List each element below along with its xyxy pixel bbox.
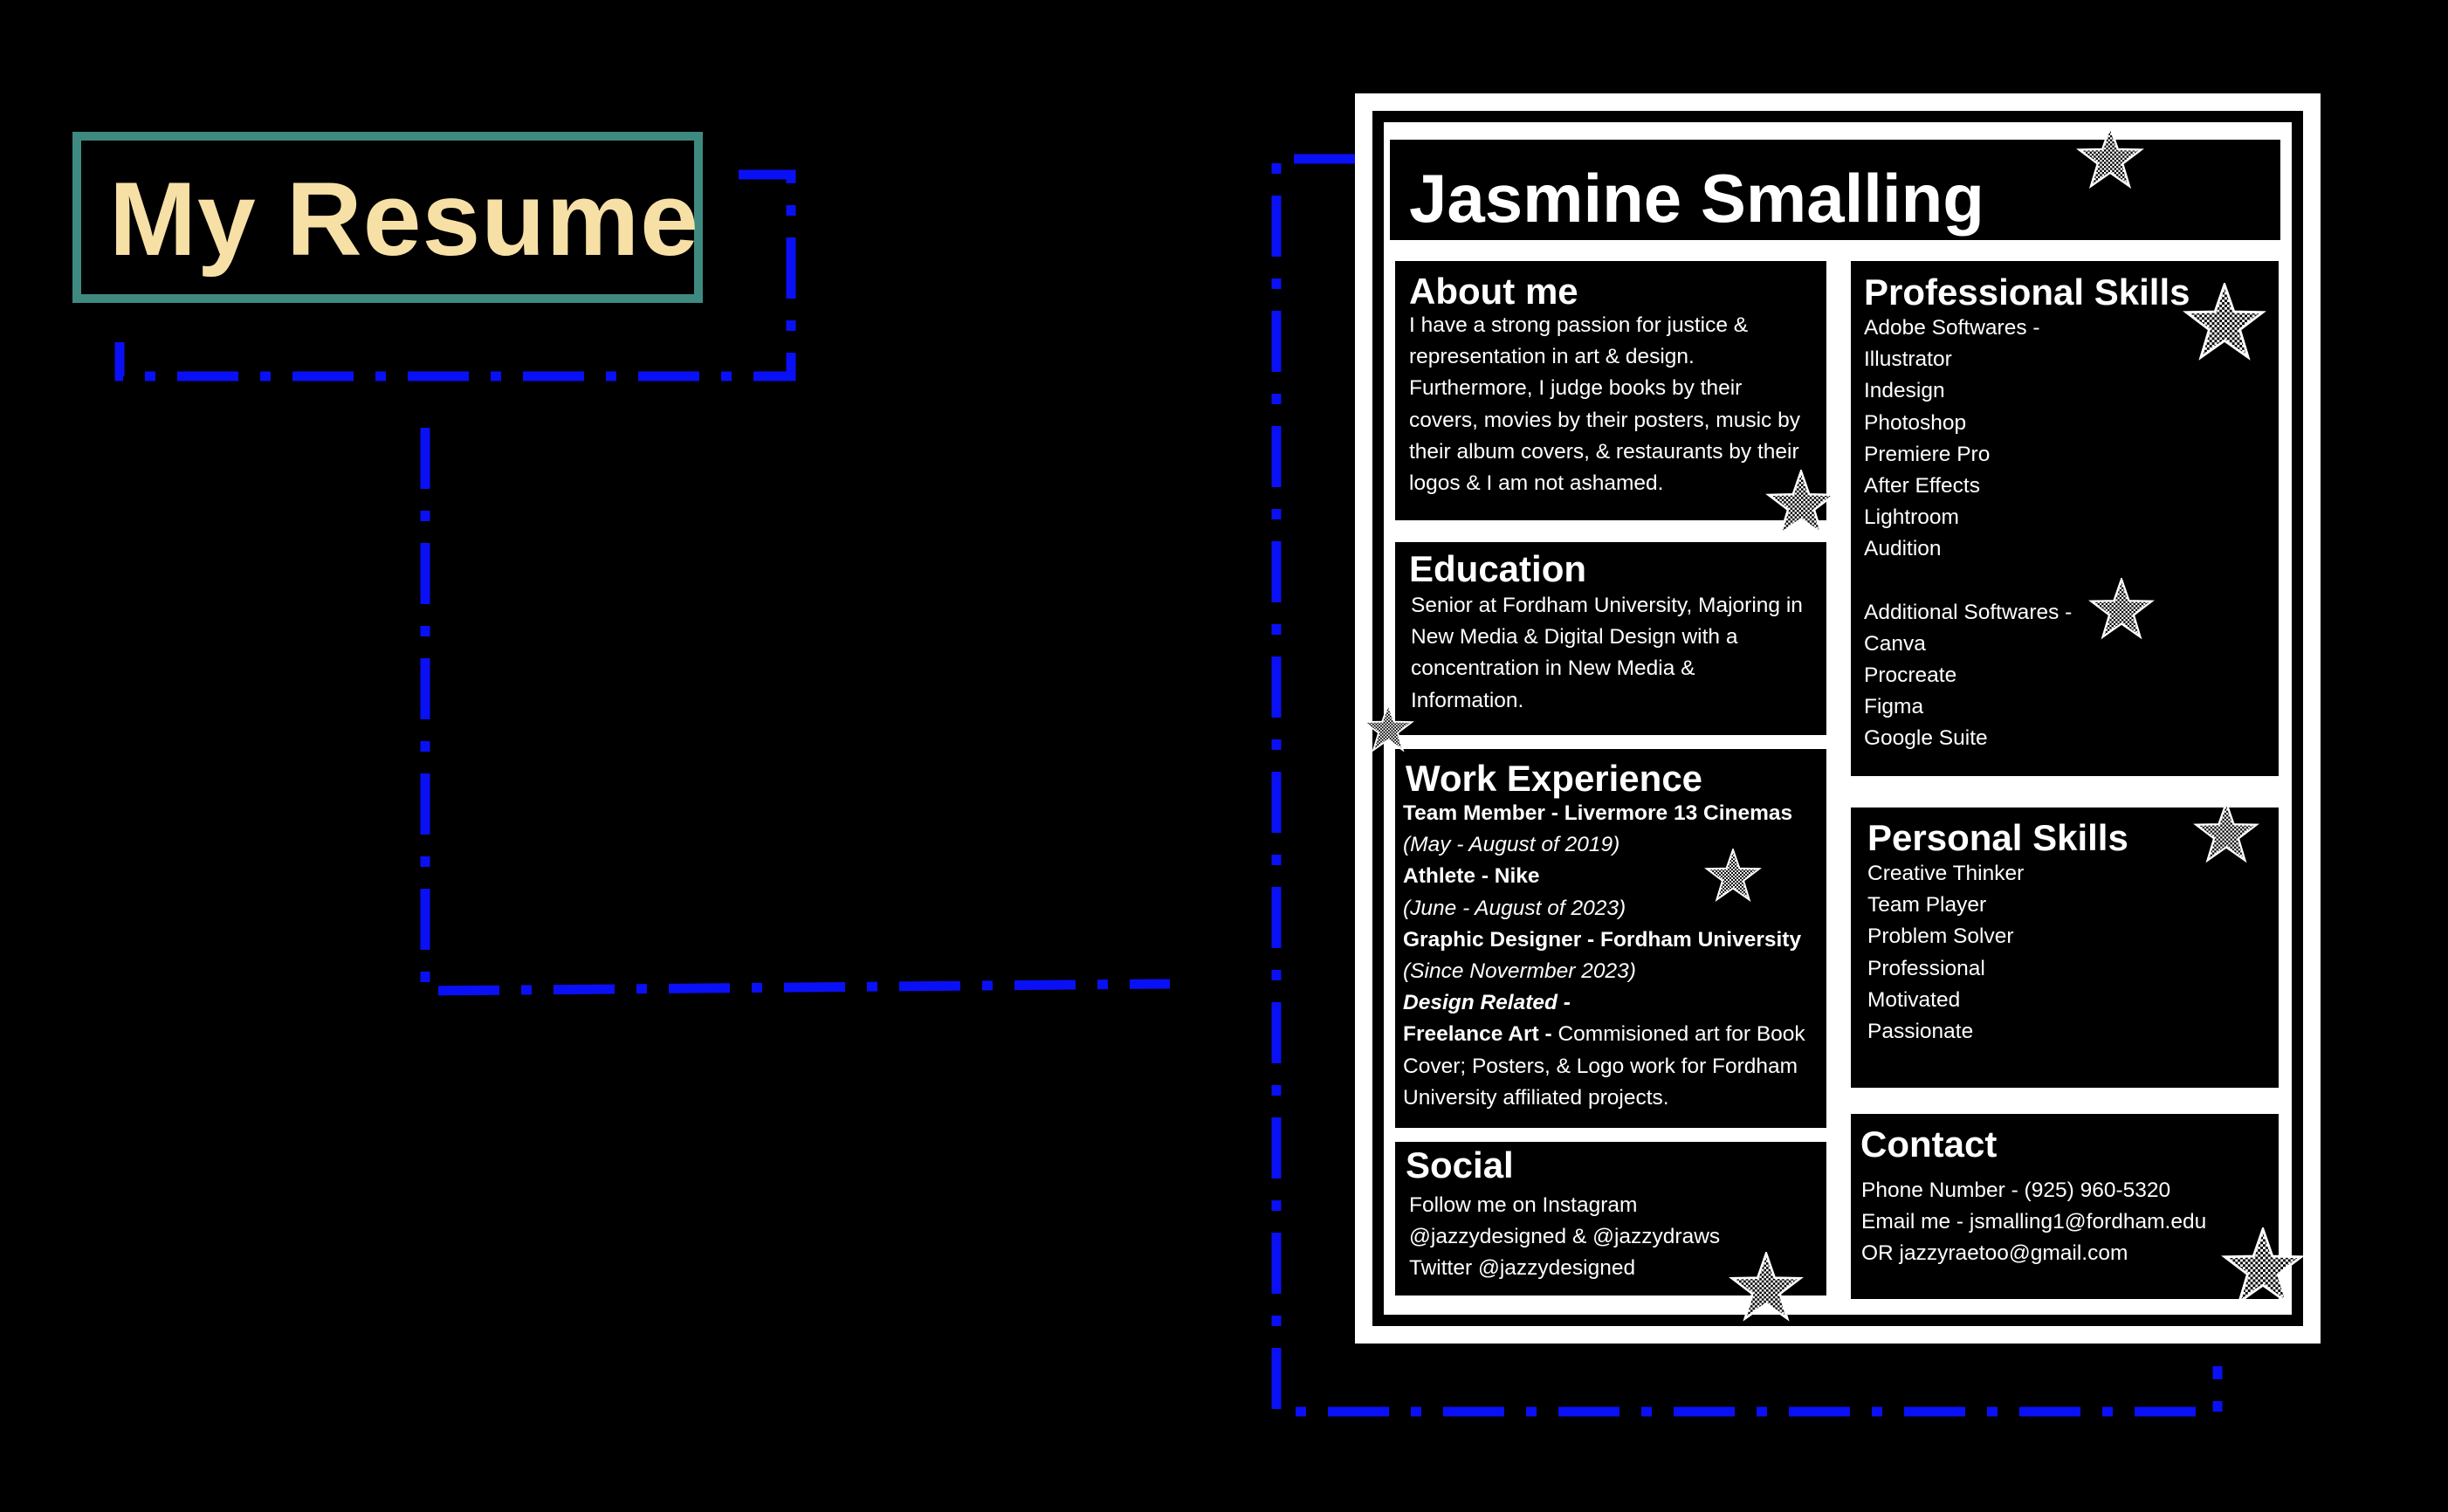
star-icon [1704,849,1762,906]
about-text: I have a strong passion for justice & re… [1409,313,1800,496]
star-icon [2076,126,2144,194]
star-icon [2221,1227,2305,1311]
skill-item: Audition [1864,537,1942,561]
star-icon [1729,1252,1804,1327]
star-icon [2088,578,2155,644]
professional-skills-title: Professional Skills [1864,271,2190,313]
about-panel: About me I have a strong passion for jus… [1395,261,1826,520]
contact-title: Contact [1860,1124,1998,1165]
education-text: Senior at Fordham University, Majoring i… [1411,594,1803,712]
skill-item: Photoshop [1864,410,1967,435]
sheet-content: Jasmine Smalling About me I have a stron… [1384,122,2292,1315]
connector-sheet-frame [1271,154,2223,1417]
social-panel: Social Follow me on Instagram @jazzydesi… [1395,1142,1826,1296]
contact-email-alt: OR jazzyraetoo@gmail.com [1861,1241,2128,1266]
social-line: Follow me on Instagram [1409,1193,1638,1217]
personal-skills-panel: Personal Skills Creative Thinker Team Pl… [1851,808,2279,1088]
education-title: Education [1409,548,1587,589]
contact-panel: Contact Phone Number - (925) 960-5320 Em… [1851,1114,2279,1299]
social-lines: Follow me on Instagram @jazzydesigned & … [1409,1190,1819,1285]
skill-item: Premiere Pro [1864,442,1991,466]
education-panel: Education Senior at Fordham University, … [1395,542,1826,735]
contact-email: Email me - jsmalling1@fordham.edu [1861,1210,2207,1234]
name-header: Jasmine Smalling [1390,140,2280,240]
star-icon [2193,801,2259,868]
contact-phone: Phone Number - (925) 960-5320 [1861,1179,2171,1202]
skill-item: Figma [1864,695,1924,719]
personal-skill-item: Motivated [1867,987,1961,1012]
freelance-entry: Freelance Art - Commisioned art for Book… [1403,1019,1822,1114]
star-icon [1362,704,1414,756]
sheet-border: Jasmine Smalling About me I have a stron… [1372,111,2303,1326]
skill-item: Illustrator [1864,347,1952,372]
contact-lines: Phone Number - (925) 960-5320 Email me -… [1861,1175,2272,1270]
skill-item: Indesign [1864,379,1945,403]
job-role: Athlete - Nike [1403,864,1540,889]
work-list: Team Member - Livermore 13 Cinemas (May … [1403,798,1822,1114]
personal-skill-item: Problem Solver [1867,924,2014,949]
freelance-text: Commisioned art for Book Cover; Posters,… [1403,1022,1805,1110]
page-title: My Resume [109,161,699,278]
work-title: Work Experience [1406,758,1703,799]
job-dates: (Since Novermber 2023) [1403,959,1636,984]
social-line: @jazzydesigned & @jazzydraws [1409,1225,1721,1249]
social-title: Social [1406,1144,1514,1186]
personal-skills-title: Personal Skills [1867,817,2128,858]
star-icon [1765,470,1837,541]
professional-skills-list: Adobe Softwares - Illustrator Indesign P… [1864,313,2266,755]
job-dates: (June - August of 2023) [1403,896,1626,920]
spacer [1864,566,2266,597]
connector-title-to-sheet [420,428,1171,996]
personal-skill-item: Team Player [1867,893,1987,918]
skill-item: Canva [1864,631,1926,656]
resume-name: Jasmine Smalling [1409,160,1984,237]
title-box: My Resume [72,132,703,303]
job-dates: (May - August of 2019) [1403,833,1620,857]
personal-skill-item: Professional [1867,956,1985,980]
freelance-label: Freelance Art - [1403,1022,1552,1047]
personal-skill-item: Creative Thinker [1867,862,2025,885]
personal-skills-list: Creative Thinker Team Player Problem Sol… [1867,858,2269,1048]
resume-sheet: Jasmine Smalling About me I have a stron… [1355,93,2321,1344]
social-line: Twitter @jazzydesigned [1409,1256,1636,1281]
job-role: Graphic Designer - Fordham University [1403,927,1802,952]
skill-group-heading: Additional Softwares - [1864,600,2073,624]
skill-item: After Effects [1864,474,1980,498]
job-role: Team Member - Livermore 13 Cinemas [1403,801,1793,825]
skill-item: Procreate [1864,663,1957,688]
skill-item: Lightroom [1864,505,1959,530]
skill-group-heading: Adobe Softwares - [1864,316,2040,340]
work-panel: Work Experience Team Member - Livermore … [1395,749,1826,1128]
star-icon [2183,283,2266,367]
skill-item: Google Suite [1864,726,1988,751]
design-heading: Design Related - [1403,991,1571,1015]
personal-skill-item: Passionate [1867,1020,1974,1044]
about-title: About me [1409,271,1578,312]
connector-title-frame [114,169,796,381]
